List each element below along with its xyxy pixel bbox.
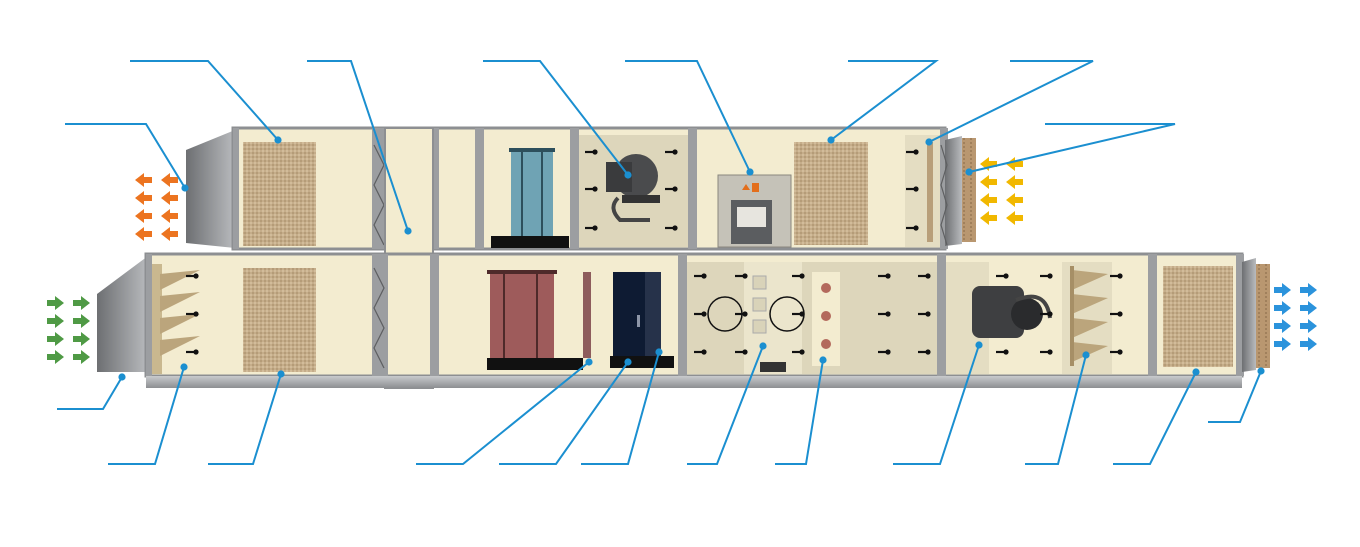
outdoor-damper-leader: [108, 366, 185, 465]
supply-air-arrows: [1274, 283, 1317, 351]
exhaust-damper-leader-dot: [181, 184, 189, 192]
return-inlet-leader: [57, 376, 123, 410]
electric-heater-leader-dot: [975, 341, 983, 349]
electric-heater-leader: [893, 344, 980, 465]
exhaust-fan-leader-dot: [746, 168, 754, 176]
outdoor-filter-leader: [416, 361, 590, 465]
outdoor-filter-leader-dot: [585, 358, 593, 366]
exhaust-cooling-coil: [491, 148, 569, 248]
exhaust-cooling-coil-leader: [483, 60, 629, 176]
mixing-section: [707, 275, 805, 372]
return-filter-leader-dot: [925, 138, 933, 146]
supply-silencer-leader: [1113, 371, 1197, 465]
outdoor-silencer-leader-dot: [277, 370, 285, 378]
bypass-damper-leader-dot: [404, 227, 412, 235]
exhaust-damper-leader: [65, 123, 186, 189]
droplet-separator: [583, 272, 591, 358]
supply-outlet: [1242, 258, 1270, 372]
lower-frame: [146, 254, 1244, 376]
heating-coil-frame-leader: [499, 361, 629, 465]
heating-coil-frame: [487, 270, 583, 370]
exhaust-fan-leader: [625, 60, 751, 173]
supply-filter: [1163, 266, 1233, 367]
exhaust-air-arrows: [135, 173, 178, 241]
supply-filter-leader-dot: [1257, 367, 1265, 375]
droplet-separator-leader-dot: [759, 342, 767, 350]
exhaust-filter-leader-dot: [274, 136, 282, 144]
bypass-damper-leader: [307, 60, 409, 232]
outdoor-silencer-leader: [208, 373, 282, 465]
droplet-separator-leader: [687, 345, 764, 465]
outdoor-air-arrows: [47, 296, 90, 364]
supply-silencer: [1070, 266, 1108, 366]
outdoor-damper-leader-dot: [180, 363, 188, 371]
return-inlet-leader-dot: [118, 373, 126, 381]
return-filter-leader: [928, 60, 1094, 143]
return-inlet: [945, 136, 976, 246]
mixing-section-leader-dot: [819, 356, 827, 364]
supply-fan-leader-dot: [1082, 351, 1090, 359]
outdoor-damper: [152, 264, 162, 374]
exhaust-fan: [606, 154, 660, 222]
return-damper: [927, 142, 933, 242]
heating-coil-frame-leader-dot: [624, 358, 632, 366]
return-damper-leader: [968, 123, 1176, 173]
return-damper-leader-dot: [965, 168, 973, 176]
heat-recovery-coil-leader: [581, 351, 660, 465]
exhaust-hood: [186, 130, 235, 248]
supply-fan-leader: [1025, 354, 1087, 465]
control-cabinet-leader-dot: [827, 136, 835, 144]
exhaust-filter-leader: [130, 60, 279, 141]
supply-filter-leader: [1208, 370, 1262, 423]
electric-heater: [821, 283, 831, 349]
outdoor-hood: [97, 256, 148, 372]
control-cabinet-leader: [830, 60, 939, 141]
control-cabinet: [717, 174, 792, 248]
exhaust-filter: [243, 142, 316, 246]
mixing-section-leader: [775, 359, 824, 465]
return-filter: [794, 142, 868, 245]
supply-silencer-leader-dot: [1192, 368, 1200, 376]
outdoor-filter: [243, 268, 316, 372]
exhaust-cooling-coil-leader-dot: [624, 171, 632, 179]
heat-recovery-coil-leader-dot: [655, 348, 663, 356]
